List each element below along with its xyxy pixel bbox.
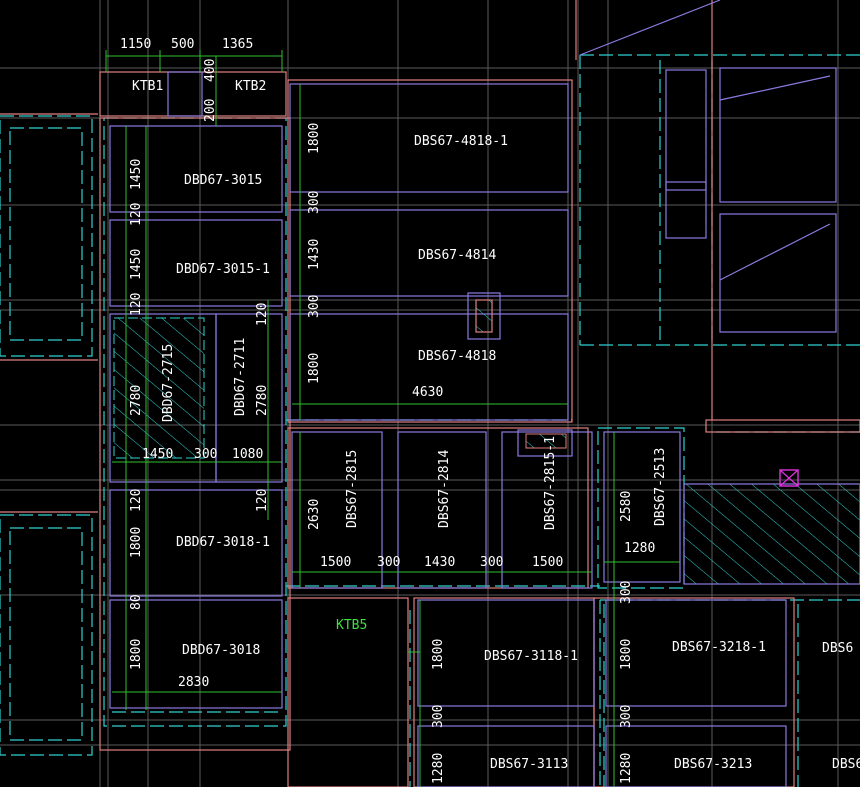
- dim-left-1800-a: 1800: [129, 527, 144, 558]
- label-dbd67-3015: DBD67-3015: [184, 173, 262, 188]
- label-dbs67-2815: DBS67-2815: [345, 450, 360, 528]
- dim-mid-300-b: 300: [307, 295, 322, 318]
- dim-right-300: 300: [619, 581, 634, 604]
- dim-top-500: 500: [171, 37, 194, 52]
- label-dbs-edge-1: DBS6: [822, 641, 853, 656]
- dim-right-1280: 1280: [624, 541, 655, 556]
- dim-right-120-a: 120: [255, 303, 270, 326]
- label-dbd67-3018: DBD67-3018: [182, 643, 260, 658]
- dim-btm-300-a: 300: [431, 705, 446, 728]
- dim-left-1450-a: 1450: [129, 159, 144, 190]
- label-ktb1: KTB1: [132, 79, 163, 94]
- dim-mid-1430: 1430: [307, 239, 322, 270]
- dim-mid-1800-a: 1800: [307, 123, 322, 154]
- dim-top-1150: 1150: [120, 37, 151, 52]
- label-dbs67-4818-1: DBS67-4818-1: [414, 134, 508, 149]
- dim-lower-2630: 2630: [307, 499, 322, 530]
- label-dbs67-3118-1: DBS67-3118-1: [484, 649, 578, 664]
- dim-top-200: 200: [203, 99, 218, 122]
- dim-row-1080: 1080: [232, 447, 263, 462]
- label-dbs67-4814: DBS67-4814: [418, 248, 496, 263]
- dim-btm-1800-a: 1800: [431, 639, 446, 670]
- label-dbs67-4818: DBS67-4818: [418, 349, 496, 364]
- dim-top-400: 400: [203, 59, 218, 82]
- dim-left-1450-b: 1450: [129, 249, 144, 280]
- label-dbs67-2815-1: DBS67-2815-1: [543, 436, 558, 530]
- label-ktb2: KTB2: [235, 79, 266, 94]
- dim-right-2580: 2580: [619, 491, 634, 522]
- dim-btm-300-b: 300: [619, 705, 634, 728]
- dim-right-120-b: 120: [255, 489, 270, 512]
- dim-btm-1280-a: 1280: [431, 753, 446, 784]
- panel-labels: KTB1 KTB2 KTB5 DBD67-3015 DBD67-3015-1 D…: [132, 79, 860, 772]
- dim-mid-1800-b: 1800: [307, 353, 322, 384]
- dim-left-120-b: 120: [129, 293, 144, 316]
- dim-left-120-a: 120: [129, 203, 144, 226]
- dim-row-1450: 1450: [142, 447, 173, 462]
- column-marker: [779, 469, 799, 487]
- dim-btm-1280-b: 1280: [619, 753, 634, 784]
- label-ktb5: KTB5: [336, 618, 367, 633]
- label-dbs67-3113: DBS67-3113: [490, 757, 568, 772]
- dim-top-1365: 1365: [222, 37, 253, 52]
- label-dbd67-3015-1: DBD67-3015-1: [176, 262, 270, 277]
- label-dbd67-2715: DBD67-2715: [161, 344, 176, 422]
- dim-lower-300-b: 300: [480, 555, 503, 570]
- label-dbs-edge-2: DBS6: [832, 757, 860, 772]
- label-dbd67-2711: DBD67-2711: [233, 338, 248, 416]
- dim-mid-300-a: 300: [307, 191, 322, 214]
- label-dbs67-2513: DBS67-2513: [653, 448, 668, 526]
- dim-btm-1800-b: 1800: [619, 639, 634, 670]
- label-dbd67-3018-1: DBD67-3018-1: [176, 535, 270, 550]
- dimension-lines: [105, 50, 680, 787]
- dim-left-2780: 2780: [129, 385, 144, 416]
- dim-lower-1430: 1430: [424, 555, 455, 570]
- dim-left-120-c: 120: [129, 489, 144, 512]
- label-dbs67-2814: DBS67-2814: [437, 450, 452, 528]
- label-dbs67-3213: DBS67-3213: [674, 757, 752, 772]
- dim-left-1800-b: 1800: [129, 639, 144, 670]
- dim-lower-1500-b: 1500: [532, 555, 563, 570]
- slab-outlines: [109, 0, 837, 787]
- dim-lower-1500-a: 1500: [320, 555, 351, 570]
- dim-bottom-2830: 2830: [178, 675, 209, 690]
- dim-lower-300-a: 300: [377, 555, 400, 570]
- label-dbs67-3218-1: DBS67-3218-1: [672, 640, 766, 655]
- dim-left-80: 80: [129, 594, 144, 610]
- hatched-areas: [113, 292, 860, 585]
- dim-inner-2780: 2780: [255, 385, 270, 416]
- dimension-texts: 1150 500 1365 400 200 1450 120 1450 120 …: [120, 37, 655, 784]
- dim-row-300: 300: [194, 447, 217, 462]
- dim-mid-4630: 4630: [412, 385, 443, 400]
